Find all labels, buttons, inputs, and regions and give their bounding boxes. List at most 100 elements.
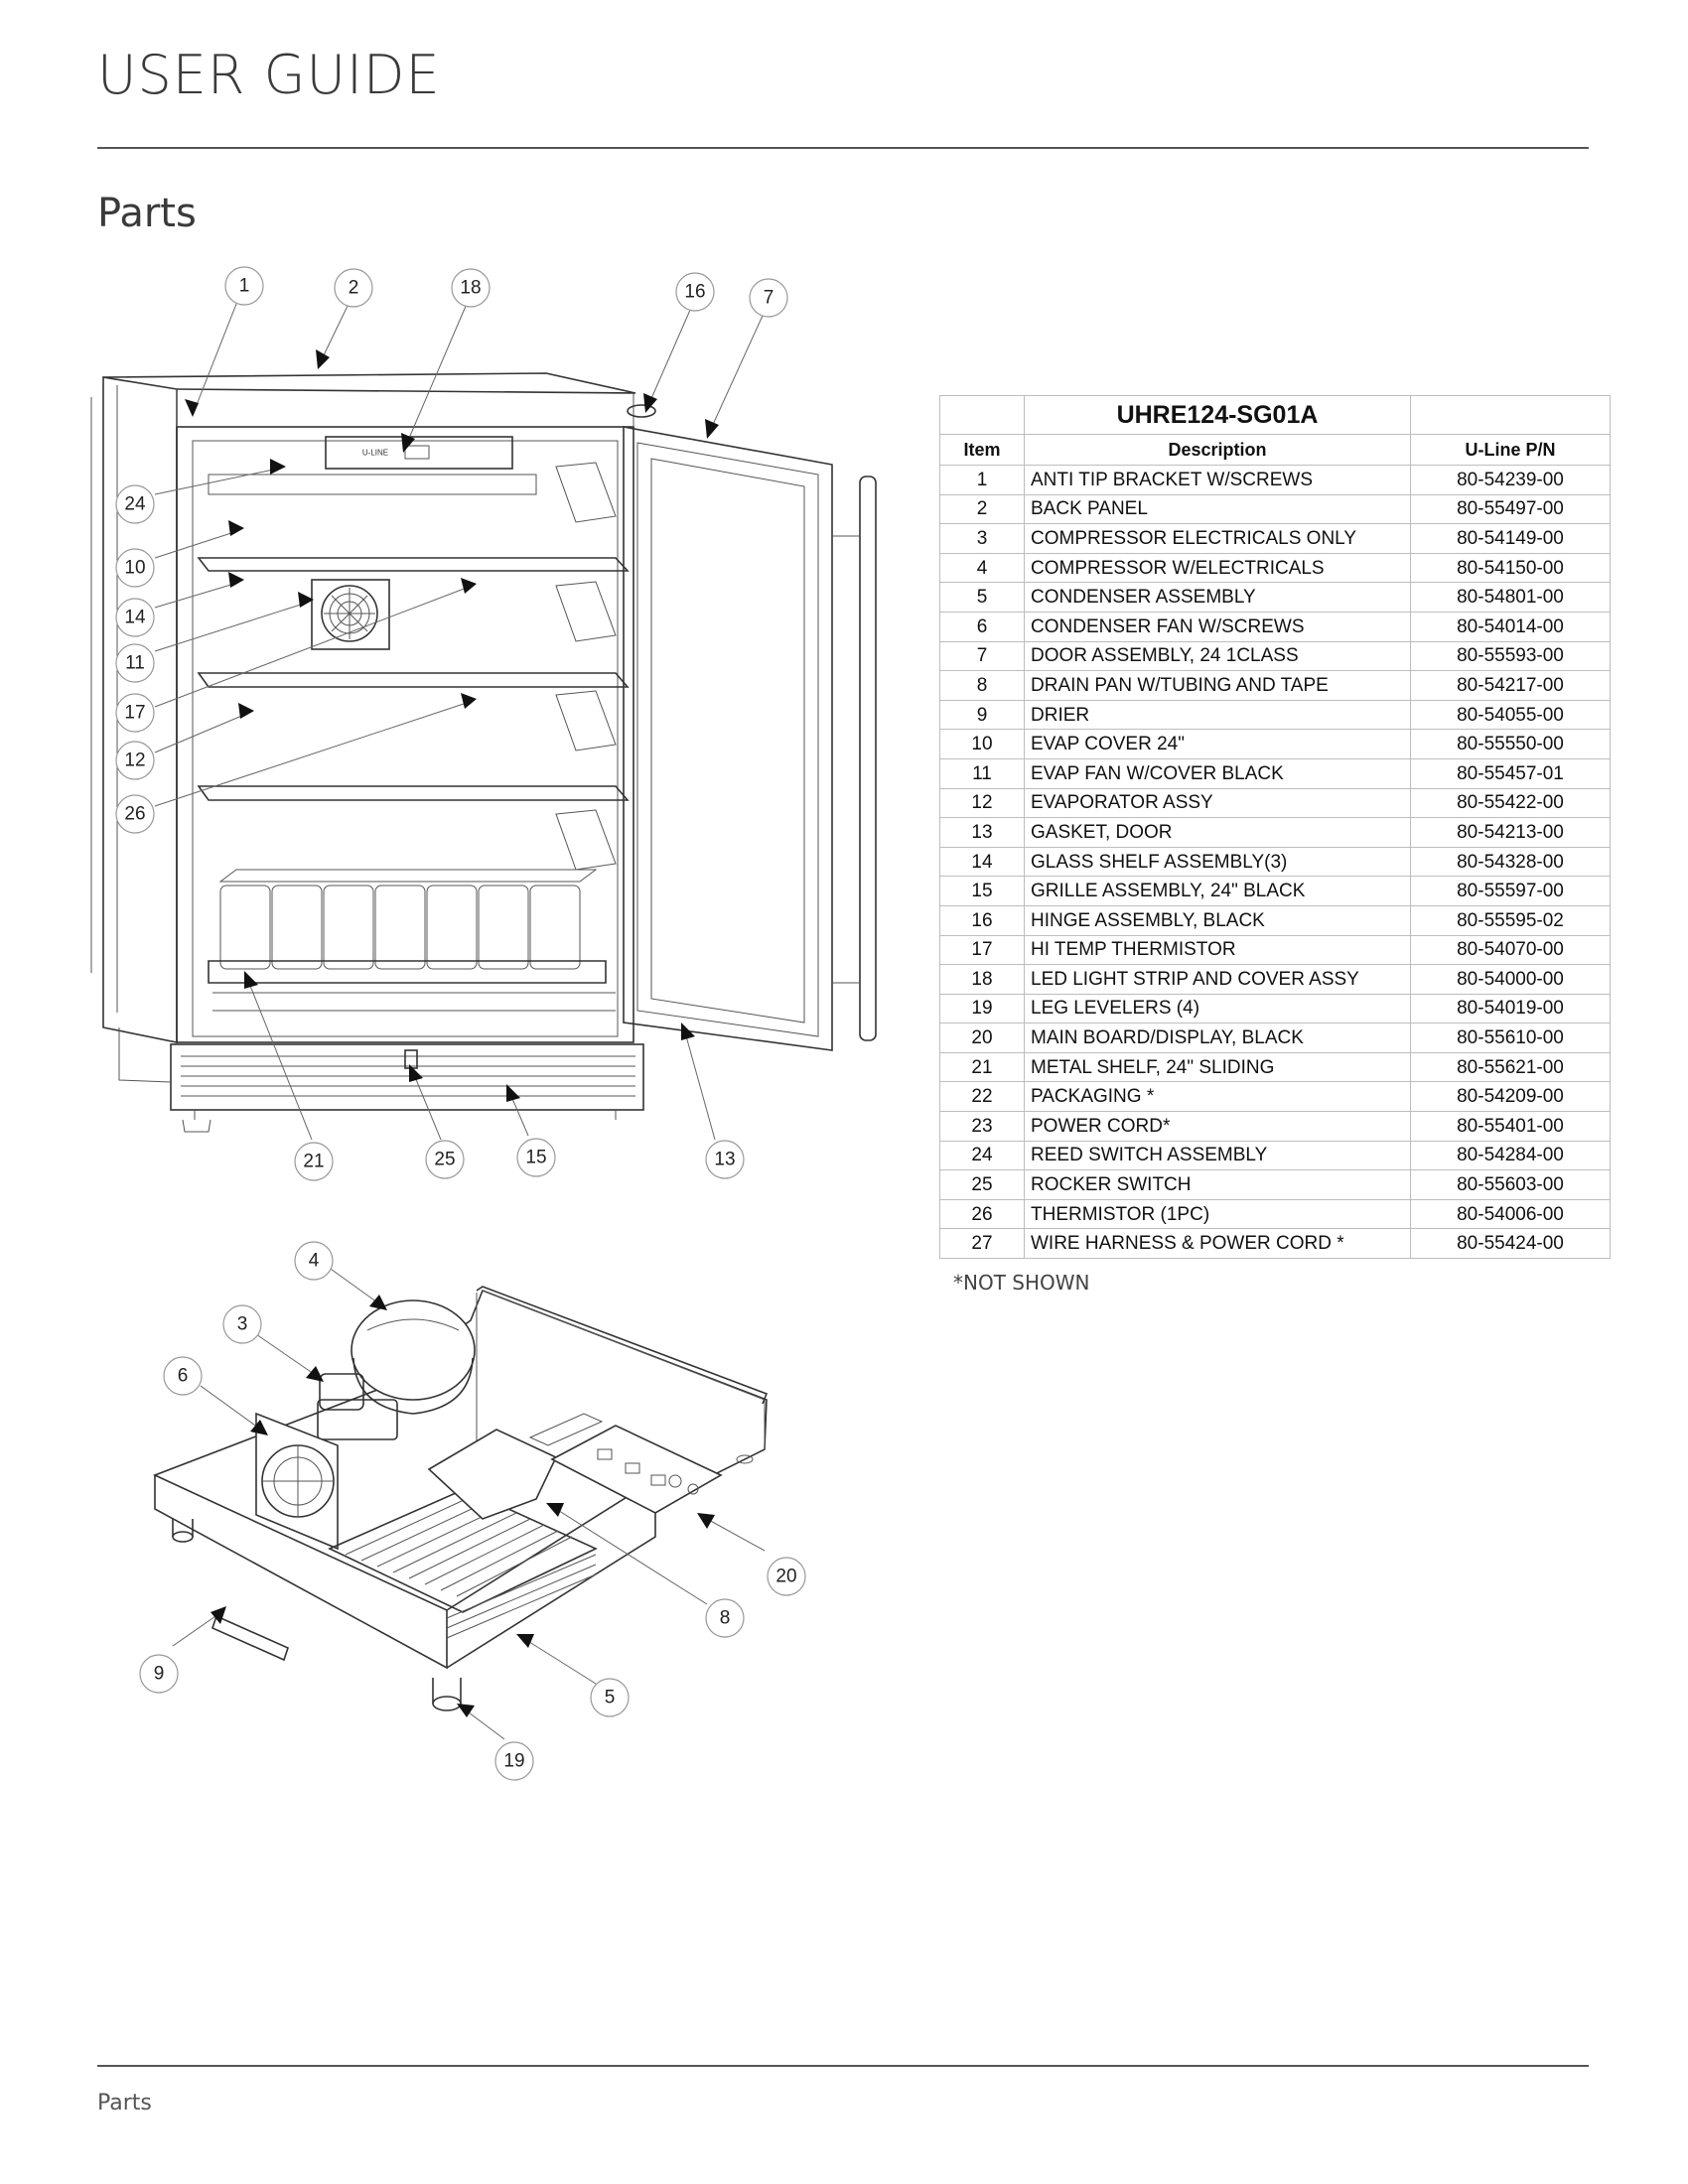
svg-text:14: 14 <box>124 608 146 628</box>
svg-text:20: 20 <box>775 1567 796 1587</box>
svg-text:24: 24 <box>124 494 146 515</box>
part-number: 80-55422-00 <box>1410 787 1611 819</box>
control-panel <box>325 436 513 470</box>
callout-19: 19 <box>494 1741 534 1781</box>
svg-text:3: 3 <box>237 1314 248 1335</box>
svg-text:7: 7 <box>764 288 774 309</box>
model-number: UHRE124-SG01A <box>1024 395 1411 435</box>
callout-16: 16 <box>675 272 715 312</box>
svg-text:25: 25 <box>434 1150 455 1170</box>
table-model-row: UHRE124-SG01A <box>939 395 1611 435</box>
callout-7: 7 <box>749 278 788 318</box>
cabinet-front-frame <box>176 426 634 1043</box>
svg-text:15: 15 <box>525 1148 546 1168</box>
callout-20: 20 <box>767 1557 806 1596</box>
part-number: 80-54801-00 <box>1410 582 1611 613</box>
panel-logo: U-LINE <box>362 449 388 458</box>
part-description: DRAIN PAN W/TUBING AND TAPE <box>1024 670 1411 701</box>
svg-text:18: 18 <box>460 278 481 299</box>
part-description: COMPRESSOR W/ELECTRICALS <box>1024 552 1411 584</box>
svg-text:9: 9 <box>154 1664 165 1685</box>
condenser-coil <box>328 1488 598 1639</box>
part-item-number: 18 <box>939 964 1025 995</box>
part-description: GRILLE ASSEMBLY, 24" BLACK <box>1024 876 1411 906</box>
svg-text:10: 10 <box>124 558 145 579</box>
part-description: THERMISTOR (1PC) <box>1024 1198 1411 1230</box>
svg-text:8: 8 <box>720 1608 731 1629</box>
footer-divider <box>97 2065 1589 2067</box>
part-item-number: 5 <box>939 582 1025 613</box>
part-item-number: 2 <box>939 493 1025 525</box>
callout-13: 13 <box>705 1140 745 1179</box>
svg-text:6: 6 <box>178 1366 189 1387</box>
glass-shelves <box>197 557 630 801</box>
part-item-number: 8 <box>939 670 1025 701</box>
part-item-number: 3 <box>939 523 1025 554</box>
part-description: GLASS SHELF ASSEMBLY(3) <box>1024 846 1411 878</box>
callout-9: 9 <box>139 1654 179 1694</box>
part-description: LEG LEVELERS (4) <box>1024 993 1411 1024</box>
part-item-number: 21 <box>939 1051 1025 1083</box>
part-number: 80-55457-01 <box>1410 757 1611 789</box>
svg-text:21: 21 <box>303 1152 324 1172</box>
footer-section-label: Parts <box>97 2091 152 2116</box>
callout-5: 5 <box>590 1678 630 1717</box>
callout-14: 14 <box>115 598 155 637</box>
main-board <box>528 1413 723 1514</box>
cabinet-top <box>102 372 636 394</box>
part-item-number: 13 <box>939 817 1025 848</box>
svg-text:16: 16 <box>684 282 705 303</box>
part-number: 80-55593-00 <box>1410 640 1611 672</box>
sliding-shelf <box>208 960 607 984</box>
column-header-item: Item <box>939 434 1025 466</box>
part-number: 80-55621-00 <box>1410 1051 1611 1083</box>
part-item-number: 14 <box>939 846 1025 878</box>
svg-text:2: 2 <box>349 278 359 299</box>
open-door <box>555 404 877 1051</box>
parts-table: UHRE124-SG01A Item Description U-Line P/… <box>939 395 1611 1260</box>
part-description: EVAP FAN W/COVER BLACK <box>1024 757 1411 789</box>
svg-text:4: 4 <box>309 1251 320 1272</box>
callout-8: 8 <box>705 1598 745 1638</box>
column-header-pn: U-Line P/N <box>1410 434 1611 466</box>
part-description: LED LIGHT STRIP AND COVER ASSY <box>1024 964 1411 995</box>
part-item-number: 7 <box>939 640 1025 672</box>
part-description: GASKET, DOOR <box>1024 817 1411 848</box>
refrigerator-drawing: U-LINE <box>90 372 877 1133</box>
part-number: 80-54000-00 <box>1410 964 1611 995</box>
cans-in-drawer <box>218 869 598 970</box>
table-header-row: Item Description U-Line P/N <box>939 434 1611 466</box>
part-item-number: 10 <box>939 729 1025 759</box>
part-item-number: 11 <box>939 757 1025 789</box>
part-item-number: 25 <box>939 1169 1025 1200</box>
part-item-number: 6 <box>939 611 1025 642</box>
callout-18: 18 <box>451 268 491 308</box>
leg-levelers <box>172 1454 754 1711</box>
callout-10: 10 <box>115 548 155 588</box>
part-number: 80-55424-00 <box>1410 1228 1611 1260</box>
callout-25: 25 <box>425 1140 465 1179</box>
callout-26: 26 <box>115 794 155 834</box>
svg-text:11: 11 <box>125 653 145 674</box>
callout-15: 15 <box>516 1138 556 1177</box>
part-number: 80-54055-00 <box>1410 699 1611 731</box>
part-item-number: 15 <box>939 876 1025 906</box>
part-number: 80-55603-00 <box>1410 1169 1611 1200</box>
part-number: 80-54149-00 <box>1410 523 1611 554</box>
part-number: 80-55610-00 <box>1410 1023 1611 1053</box>
part-description: HI TEMP THERMISTOR <box>1024 934 1411 966</box>
